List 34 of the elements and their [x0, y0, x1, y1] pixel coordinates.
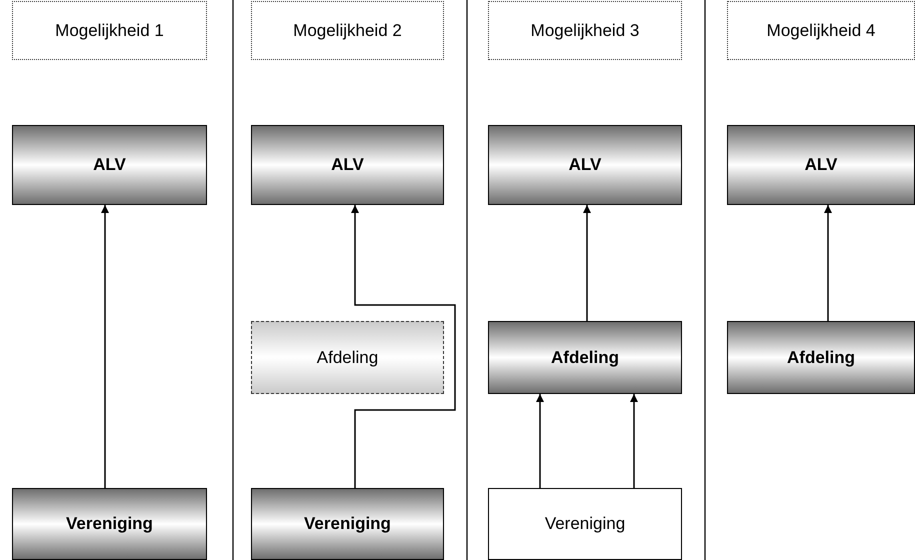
option-box: [488, 1, 682, 60]
dashed-box: [251, 321, 444, 394]
arrow: [583, 205, 591, 321]
node-label: Afdeling: [316, 348, 378, 368]
organization-box: [251, 488, 444, 560]
arrow: [630, 394, 638, 488]
option-box: [12, 1, 207, 60]
organization-box: [12, 488, 207, 560]
node-label: ALV: [568, 155, 602, 175]
organization-box: [488, 488, 682, 560]
arrow: [536, 394, 544, 488]
node-label: Vereniging: [304, 514, 391, 534]
organization-box: [12, 125, 207, 205]
node-label: Afdeling: [551, 348, 619, 368]
arrow: [824, 205, 832, 321]
organization-box: [251, 125, 444, 205]
organization-box: [488, 321, 682, 394]
node-label: ALV: [804, 155, 838, 175]
arrow: [351, 205, 456, 488]
node-label: Mogelijkheid 4: [766, 20, 876, 40]
node-label: Mogelijkheid 1: [55, 20, 164, 40]
option-box: [727, 1, 915, 60]
node-label: Vereniging: [544, 514, 626, 534]
organization-box: [488, 125, 682, 205]
node-label: ALV: [331, 155, 364, 175]
node-label: ALV: [93, 155, 126, 175]
node-label: Mogelijkheid 3: [530, 20, 640, 40]
node-label: Mogelijkheid 2: [293, 20, 402, 40]
arrow: [101, 205, 109, 488]
organization-box: [727, 321, 915, 394]
option-box: [251, 1, 444, 60]
node-label: Afdeling: [787, 348, 855, 368]
organization-box: [727, 125, 915, 205]
node-label: Vereniging: [66, 514, 153, 534]
